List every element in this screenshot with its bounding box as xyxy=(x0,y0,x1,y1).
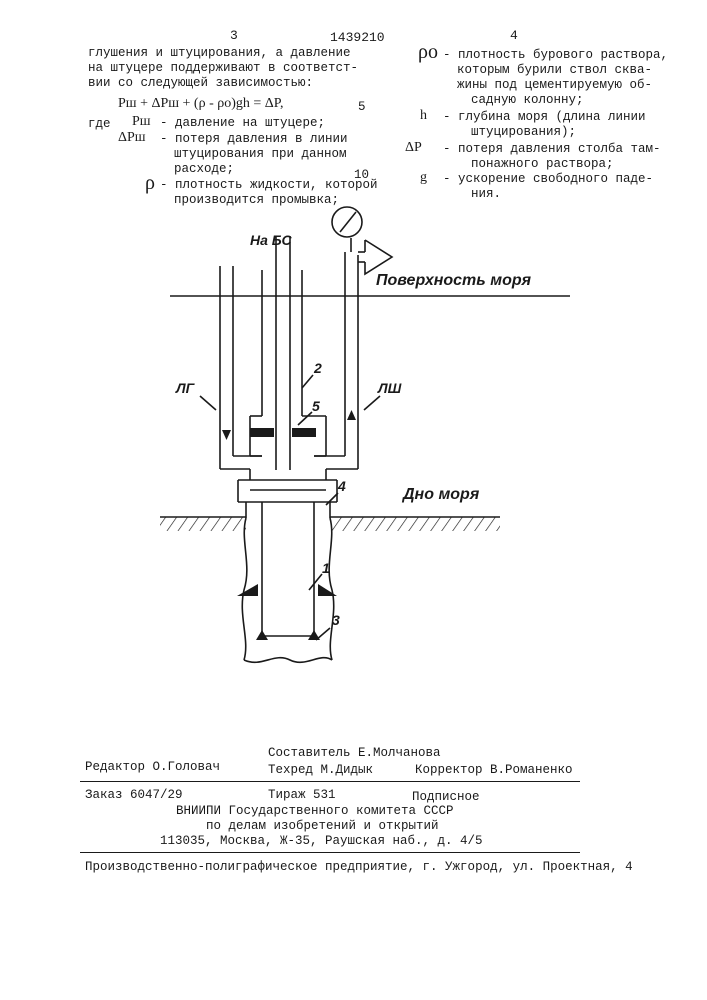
org-line-1: ВНИИПИ Государственного комитета СССР xyxy=(176,804,454,818)
compiler: Составитель Е.Молчанова xyxy=(268,746,441,760)
rule-1 xyxy=(80,781,580,782)
label-num-2: 2 xyxy=(314,360,322,376)
packer-left xyxy=(250,428,274,437)
label-kill-line: ЛГ xyxy=(176,380,194,396)
techred: Техред М.Дидык xyxy=(268,763,373,777)
printer: Производственно-полиграфическое предприя… xyxy=(85,860,633,874)
label-sea-surface: Поверхность моря xyxy=(376,272,531,290)
editor: Редактор О.Головач xyxy=(85,760,220,774)
label-num-5: 5 xyxy=(312,398,320,414)
label-to-drill-ship: На БС xyxy=(250,232,292,248)
arrow-down-icon xyxy=(222,430,231,440)
circulation: Тираж 531 xyxy=(268,788,336,802)
label-num-4: 4 xyxy=(338,478,346,494)
org-line-3: 113035, Москва, Ж-35, Раушская наб., д. … xyxy=(160,834,483,848)
label-sea-bottom: Дно моря xyxy=(403,486,479,504)
subscription: Подписное xyxy=(412,790,480,804)
arrow-up-icon xyxy=(347,410,356,420)
org-line-2: по делам изобретений и открытий xyxy=(206,819,439,833)
order-number: Заказ 6047/29 xyxy=(85,788,183,802)
label-num-3: 3 xyxy=(332,612,340,628)
corrector: Корректор В.Романенко xyxy=(415,763,573,777)
label-choke-line: ЛШ xyxy=(378,380,401,396)
sea-bottom xyxy=(160,517,500,531)
packer-right xyxy=(292,428,316,437)
rule-2 xyxy=(80,852,580,853)
label-num-1: 1 xyxy=(322,560,330,576)
